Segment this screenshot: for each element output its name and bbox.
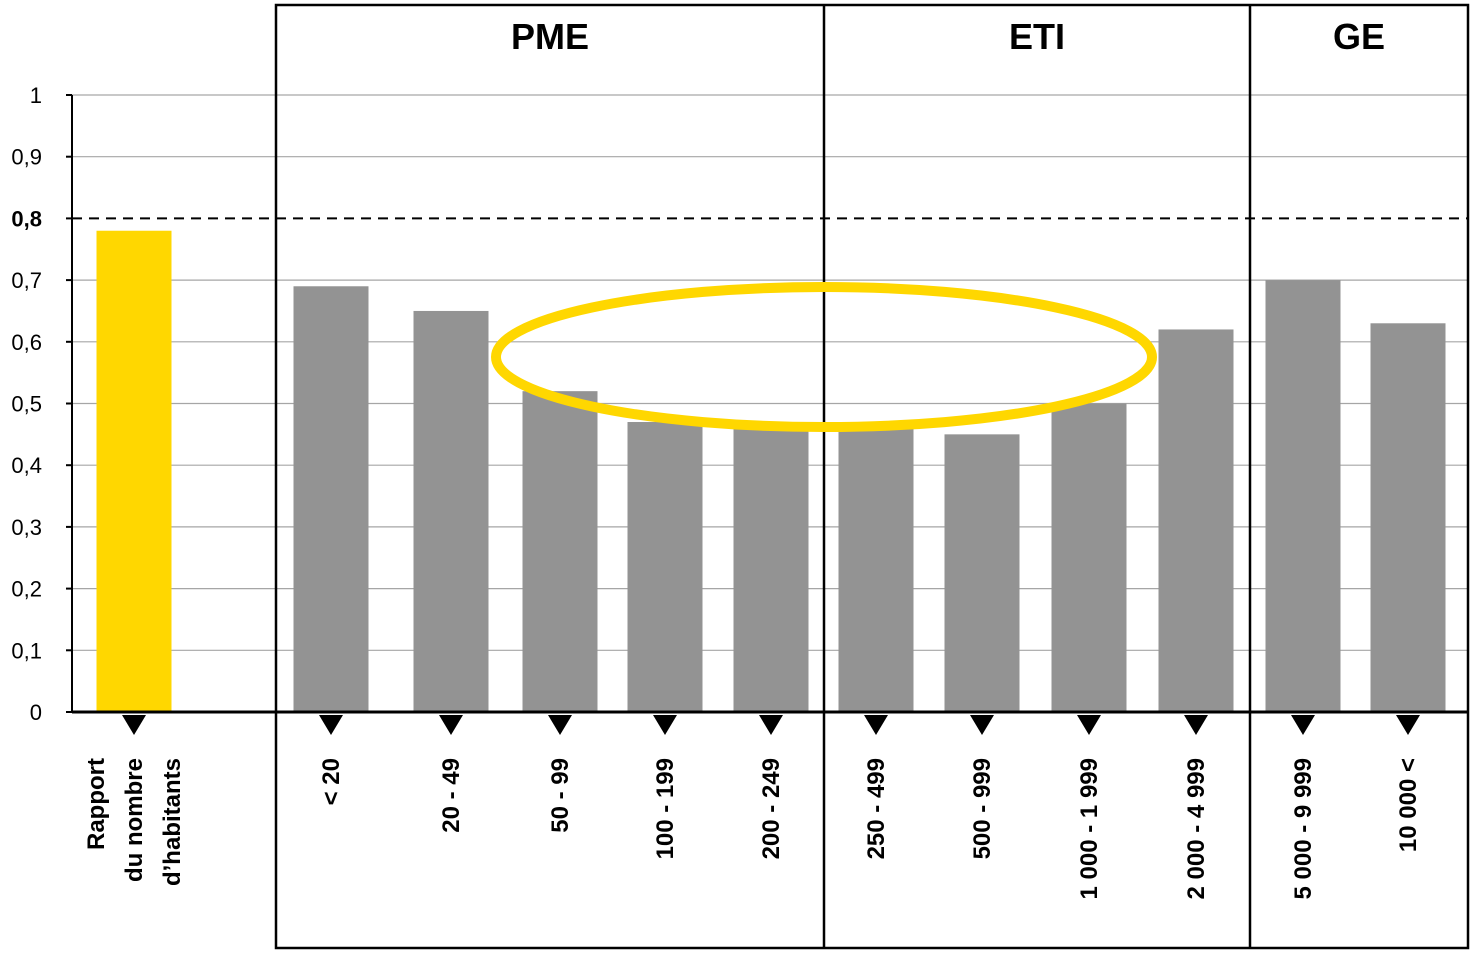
- bar: [733, 422, 809, 712]
- y-tick-label: 1: [30, 83, 42, 108]
- bar: [1051, 403, 1127, 712]
- bar: [293, 286, 369, 712]
- y-tick-label: 0,9: [11, 145, 42, 170]
- group-frame: [274, 3, 1470, 950]
- category-label: Rapport du nombre d’habitants: [83, 758, 186, 886]
- group-label: PME: [511, 16, 589, 57]
- tick-marker: [439, 715, 463, 735]
- tick-marker: [548, 715, 572, 735]
- category-label: 200 - 249: [758, 758, 785, 859]
- category-label: < 20: [318, 758, 345, 805]
- y-tick-label: 0,5: [11, 392, 42, 417]
- tick-marker: [653, 715, 677, 735]
- tick-marker: [759, 715, 783, 735]
- tick-marker: [1077, 715, 1101, 735]
- category-label: 5 000 - 9 999: [1290, 758, 1317, 899]
- tick-marker: [864, 715, 888, 735]
- y-tick-label: 0,6: [11, 330, 42, 355]
- bar: [522, 391, 598, 712]
- category-label: 100 - 199: [652, 758, 679, 859]
- bar: [1158, 329, 1234, 712]
- bar: [413, 310, 489, 712]
- group-label: GE: [1333, 16, 1385, 57]
- bar-reference: [96, 230, 172, 713]
- y-tick-label: 0,1: [11, 638, 42, 663]
- bar: [838, 422, 914, 712]
- bar: [944, 434, 1020, 712]
- group-label: ETI: [1009, 16, 1065, 57]
- y-tick-label: 0: [30, 700, 42, 725]
- category-label: 250 - 499: [863, 758, 890, 859]
- bar: [1265, 280, 1341, 712]
- bar: [1370, 323, 1446, 712]
- category-label-line: du nombre: [121, 758, 148, 882]
- category-label: 2 000 - 4 999: [1183, 758, 1210, 899]
- tick-marker: [1291, 715, 1315, 735]
- category-label: 1 000 - 1 999: [1076, 758, 1103, 899]
- y-tick-label: 0,2: [11, 577, 42, 602]
- category-label-line: d’habitants: [159, 758, 186, 886]
- highlight-ellipse: [491, 282, 1157, 432]
- category-label: 20 - 49: [438, 758, 465, 833]
- category-label: 10 000 <: [1395, 758, 1422, 852]
- tick-marker: [1184, 715, 1208, 735]
- category-label: 500 - 999: [969, 758, 996, 859]
- tick-marker: [970, 715, 994, 735]
- tick-marker: [319, 715, 343, 735]
- category-label-line: Rapport: [83, 758, 110, 850]
- bar: [627, 422, 703, 712]
- y-tick-label: 0,3: [11, 515, 42, 540]
- y-tick-label: 0,7: [11, 268, 42, 293]
- tick-marker: [122, 715, 146, 735]
- y-tick-label: 0,4: [11, 453, 42, 478]
- category-label: 50 - 99: [547, 758, 574, 833]
- y-tick-label: 0,8: [11, 206, 42, 231]
- tick-marker: [1396, 715, 1420, 735]
